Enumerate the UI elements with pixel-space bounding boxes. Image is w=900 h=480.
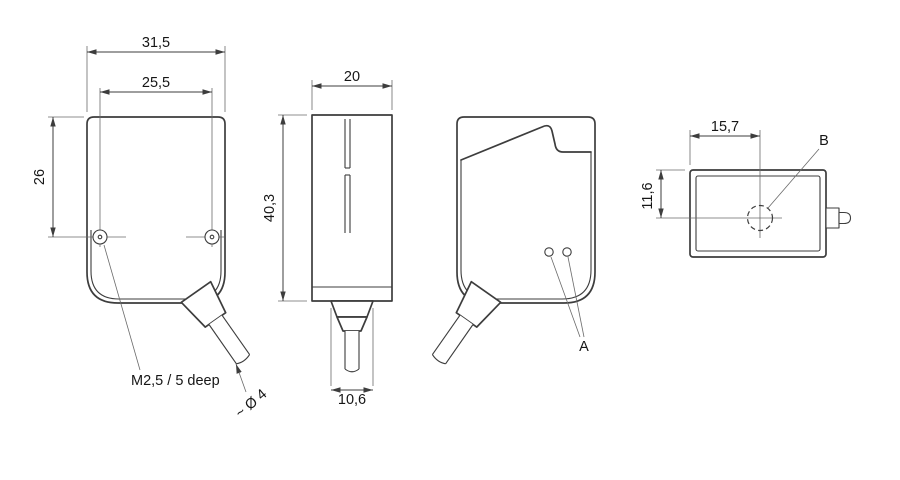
top-dim-hole-y-label: 11,6	[640, 182, 656, 209]
front-dim-hole-spacing-label: 25,5	[142, 75, 170, 91]
side-dim-depth-label: 20	[344, 69, 360, 85]
top-dim-hole-y: 11,6	[640, 169, 685, 218]
side-view: 20 40,3 10,6	[262, 69, 393, 408]
rear-led-right	[562, 247, 572, 257]
front-dim-overall-width-label: 31,5	[142, 35, 170, 51]
top-connector-stub	[825, 207, 852, 229]
front-dim-hole-spacing: 25,5	[100, 75, 212, 95]
side-body-outline	[311, 114, 393, 302]
front-cable-diameter-label: ~ Ø 4	[233, 386, 271, 421]
front-thread-note: M2,5 / 5 deep	[103, 244, 220, 389]
rear-angled-face-line	[460, 124, 592, 161]
top-dim-hole-x-label: 15,7	[711, 119, 739, 135]
front-dim-overall-width: 31,5	[86, 35, 226, 112]
front-dim-hole-offset-label: 26	[32, 169, 48, 185]
rear-led-callout-label: A	[579, 339, 589, 355]
front-screw-hole-left	[92, 229, 108, 245]
rear-body-inner-contour	[460, 152, 592, 300]
front-thread-note-label: M2,5 / 5 deep	[131, 373, 220, 389]
top-hole-callout-label: B	[819, 133, 829, 149]
side-dim-gland-width: 10,6	[330, 308, 374, 408]
rear-body-outline	[456, 116, 596, 304]
side-dim-depth: 20	[311, 69, 393, 110]
top-body-inner-contour	[695, 175, 821, 252]
front-view: 31,5 25,5 26 M2,5 / 5 deep ~ Ø 4	[32, 35, 270, 422]
side-optical-slot	[344, 119, 351, 233]
front-screw-hole-right	[204, 229, 220, 245]
front-body-outline	[86, 116, 226, 304]
rear-led-callout: A	[550, 256, 589, 355]
side-dim-height-label: 40,3	[262, 194, 278, 222]
top-view: 15,7 11,6 B	[640, 119, 852, 258]
rear-led-left	[544, 247, 554, 257]
top-dim-hole-x: 15,7	[689, 119, 760, 165]
front-cable-gland	[180, 280, 251, 365]
front-body-inner-contour	[90, 230, 222, 300]
top-hole-callout: B	[767, 133, 829, 209]
top-body-outline	[689, 169, 827, 258]
rear-view: A	[431, 116, 596, 365]
rear-cable-gland	[431, 280, 502, 365]
front-dim-hole-offset: 26	[32, 116, 84, 237]
front-cable-diameter-note: ~ Ø 4	[233, 363, 271, 422]
side-dim-height: 40,3	[262, 114, 307, 302]
side-dim-gland-width-label: 10,6	[338, 392, 366, 408]
top-hidden-hole	[746, 204, 774, 232]
side-cable-gland	[330, 300, 374, 373]
